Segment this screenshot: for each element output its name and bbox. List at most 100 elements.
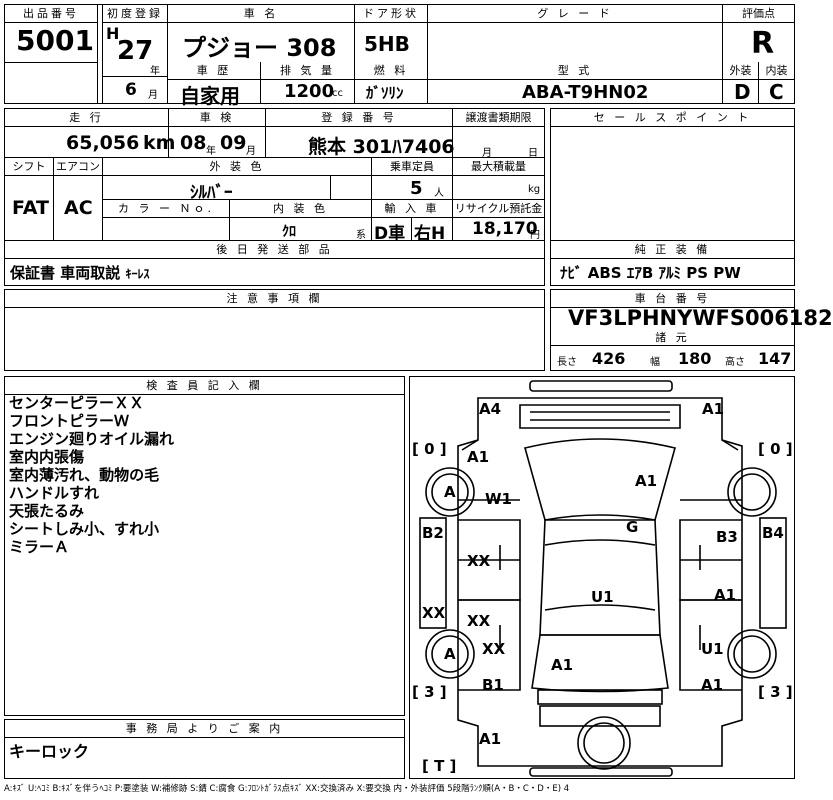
- vehicle-info-block: [4, 108, 545, 286]
- sales-label: セ ー ル ス ポ イ ン ト: [551, 109, 794, 127]
- inspector-note: センターピラーＸＸ: [9, 394, 145, 412]
- chassis-block: [550, 289, 795, 371]
- sales-point-block: [550, 108, 795, 286]
- damage-code: B2: [422, 524, 444, 542]
- damage-code: U1: [591, 588, 614, 606]
- insp-year: 08: [180, 132, 207, 154]
- displacement-label: 排 気 量: [261, 62, 354, 80]
- height-label: 高さ: [725, 357, 745, 368]
- int-score: C: [769, 80, 784, 104]
- ac-value: AC: [64, 197, 93, 219]
- damage-code: XX: [467, 552, 491, 570]
- inspector-block: [4, 376, 405, 716]
- model-label: 型 式: [428, 62, 722, 80]
- int-label: 内装: [759, 62, 794, 80]
- equip-item: ﾅﾋﾞ: [560, 264, 583, 282]
- recycle-label: リサイクル預託金: [453, 200, 544, 218]
- later-label: 後 日 発 送 部 品: [5, 241, 544, 259]
- mileage-value: 65,056: [66, 132, 140, 154]
- damage-code: U1: [701, 640, 724, 658]
- width-value: 180: [678, 349, 712, 368]
- load-unit: kg: [528, 184, 541, 195]
- recycle-value: 18,170: [472, 219, 538, 239]
- history-label: 車 歴: [168, 62, 260, 80]
- inspector-note: 天張たるみ: [9, 502, 85, 520]
- length-value: 426: [592, 349, 626, 368]
- fuel-label: 燃 料: [355, 62, 427, 80]
- ext-label: 外装: [723, 62, 758, 80]
- inspector-note: ハンドルすれ: [9, 484, 100, 502]
- name-label: 車 名: [168, 5, 354, 23]
- header-block: [4, 4, 795, 104]
- later-item: 車両取説: [60, 264, 121, 282]
- damage-code: A1: [551, 656, 574, 674]
- equip-item: PS: [686, 264, 709, 282]
- damage-code: A1: [635, 472, 658, 490]
- score-label: 評価点: [723, 5, 794, 23]
- caution-label: 注 意 事 項 欄: [5, 290, 544, 308]
- legend: A:ｷｽﾞ U:ﾍｺﾐ B:ｷｽﾞを伴うﾍｺﾐ P:要塗装 W:補修跡 S:錆 …: [4, 784, 570, 794]
- yen-unit: 円: [530, 230, 540, 241]
- capacity-value: 5: [410, 178, 423, 199]
- insp-month: 09: [220, 132, 247, 154]
- mileage-label: 走 行: [5, 109, 168, 127]
- damage-code: G: [626, 518, 639, 536]
- car-diagram-block: [409, 376, 795, 779]
- damage-code: B1: [482, 676, 504, 694]
- insp-year-unit: 年: [206, 146, 216, 157]
- ext-score: D: [734, 80, 751, 104]
- damage-code: B4: [762, 524, 784, 542]
- tire-spare: [ T ]: [422, 757, 457, 775]
- inspector-label: 検 査 員 記 入 欄: [5, 377, 404, 395]
- car-diagram: [419, 380, 787, 777]
- tire-rear-left: [ 3 ]: [412, 683, 447, 701]
- damage-code: XX: [467, 612, 491, 630]
- damage-code: A: [444, 645, 456, 663]
- office-block: [4, 719, 405, 779]
- mileage-unit: km: [143, 132, 176, 154]
- year-unit: 年: [150, 66, 160, 77]
- dims-label: 諸 元: [551, 331, 794, 346]
- inspector-note: フロントピラーＷ: [9, 412, 130, 430]
- equip-item: ABS: [587, 264, 622, 282]
- later-item: ｷｰﾚｽ: [125, 267, 150, 281]
- int-color-label: 内 装 色: [230, 200, 371, 218]
- tire-rear-right: [ 3 ]: [758, 683, 793, 701]
- equip-items: ﾅﾋﾞ ABS ｴｱB ｱﾙﾐ PS PW: [560, 262, 741, 283]
- damage-code: B3: [716, 528, 738, 546]
- handle-value: 右H: [414, 224, 446, 244]
- lot-number: 5001: [16, 24, 94, 57]
- displacement-value: 1200: [284, 81, 335, 102]
- damage-code: W1: [485, 490, 512, 508]
- color-no-label: カ ラ ー Ｎｏ.: [103, 200, 229, 218]
- fuel-value: ｶﾞｿﾘﾝ: [366, 84, 404, 102]
- equip-item: ｴｱB: [626, 264, 654, 282]
- inspector-note: エンジン廻りオイル漏れ: [9, 430, 175, 448]
- capacity-unit: 人: [434, 188, 444, 199]
- transfer-month: 月: [482, 148, 492, 159]
- reg-month: 6: [125, 80, 137, 100]
- import-label: 輸 入 車: [372, 200, 452, 218]
- caution-block: [4, 289, 545, 371]
- first-reg-label: 初度登録: [103, 5, 167, 23]
- import-value: D車: [374, 224, 406, 244]
- transfer-label: 譲渡書類期限: [453, 109, 544, 127]
- chassis-label: 車 台 番 号: [551, 290, 794, 308]
- color-value: ｼﾙﾊﾞｰ: [190, 183, 233, 203]
- grade-label: グ レ ー ド: [428, 5, 722, 23]
- inspector-note: 室内内張傷: [9, 448, 85, 466]
- inspector-note: シートしみ小、すれ小: [9, 520, 160, 538]
- inspector-note: ミラーＡ: [9, 538, 70, 556]
- equip-label: 純 正 装 備: [551, 241, 794, 259]
- equip-item: PW: [713, 264, 741, 282]
- inspector-note: 室内薄汚れ、動物の毛: [9, 466, 160, 484]
- later-item: 保証書: [10, 264, 56, 282]
- office-label: 事 務 局 よ り ご 案 内: [5, 720, 404, 738]
- ac-label: エアコン: [54, 158, 102, 176]
- tire-front-right: [ 0 ]: [758, 440, 793, 458]
- era: H: [106, 24, 120, 43]
- load-label: 最大積載量: [453, 158, 544, 176]
- insp-month-unit: 月: [246, 146, 256, 157]
- reg-year: 27: [117, 36, 154, 66]
- damage-code: A1: [702, 400, 725, 418]
